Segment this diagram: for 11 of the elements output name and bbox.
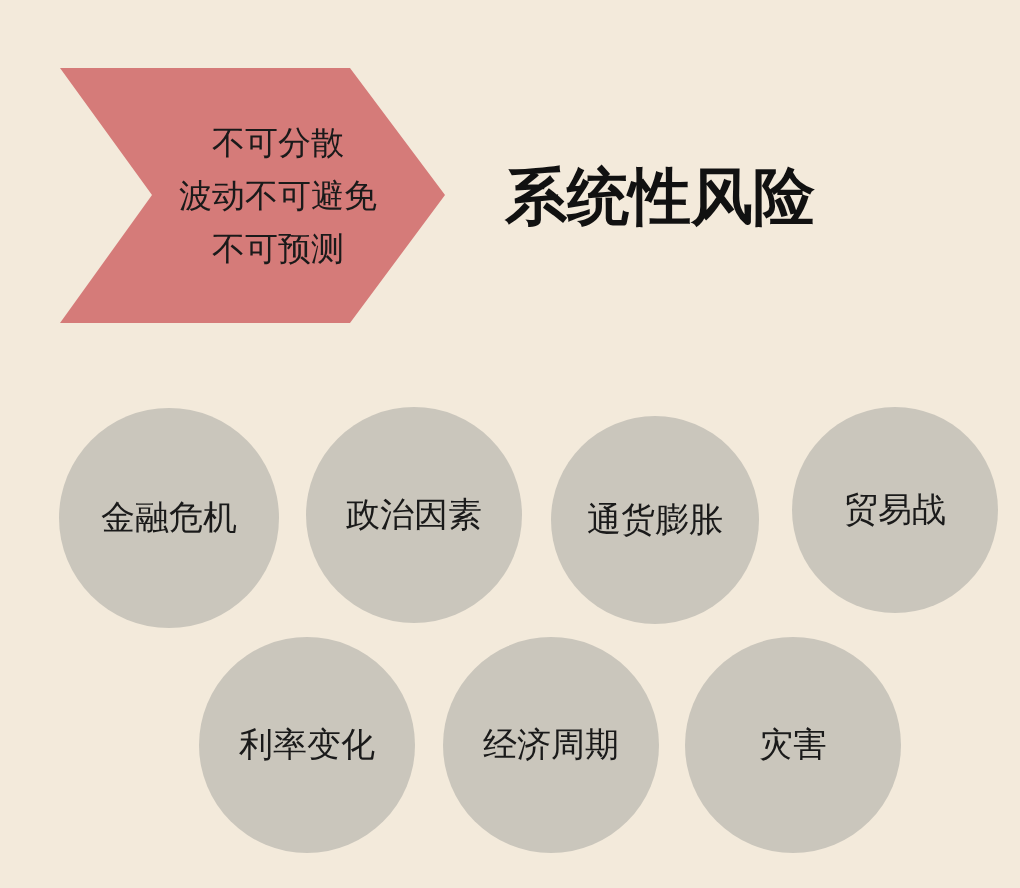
risk-label: 灾害 <box>759 723 827 766</box>
risk-label: 经济周期 <box>483 723 619 766</box>
risk-label: 利率变化 <box>239 723 375 766</box>
chevron-text: 波动不可避免 <box>178 175 377 217</box>
chevron-text: 不可预测 <box>211 228 344 270</box>
risk-label: 贸易战 <box>844 488 946 531</box>
risk-label: 金融危机 <box>101 496 237 539</box>
chevron-text: 不可分散 <box>211 122 344 164</box>
title: 系统性风险 <box>505 159 815 235</box>
risk-label: 通货膨胀 <box>587 498 723 541</box>
risk-label: 政治因素 <box>346 493 482 536</box>
